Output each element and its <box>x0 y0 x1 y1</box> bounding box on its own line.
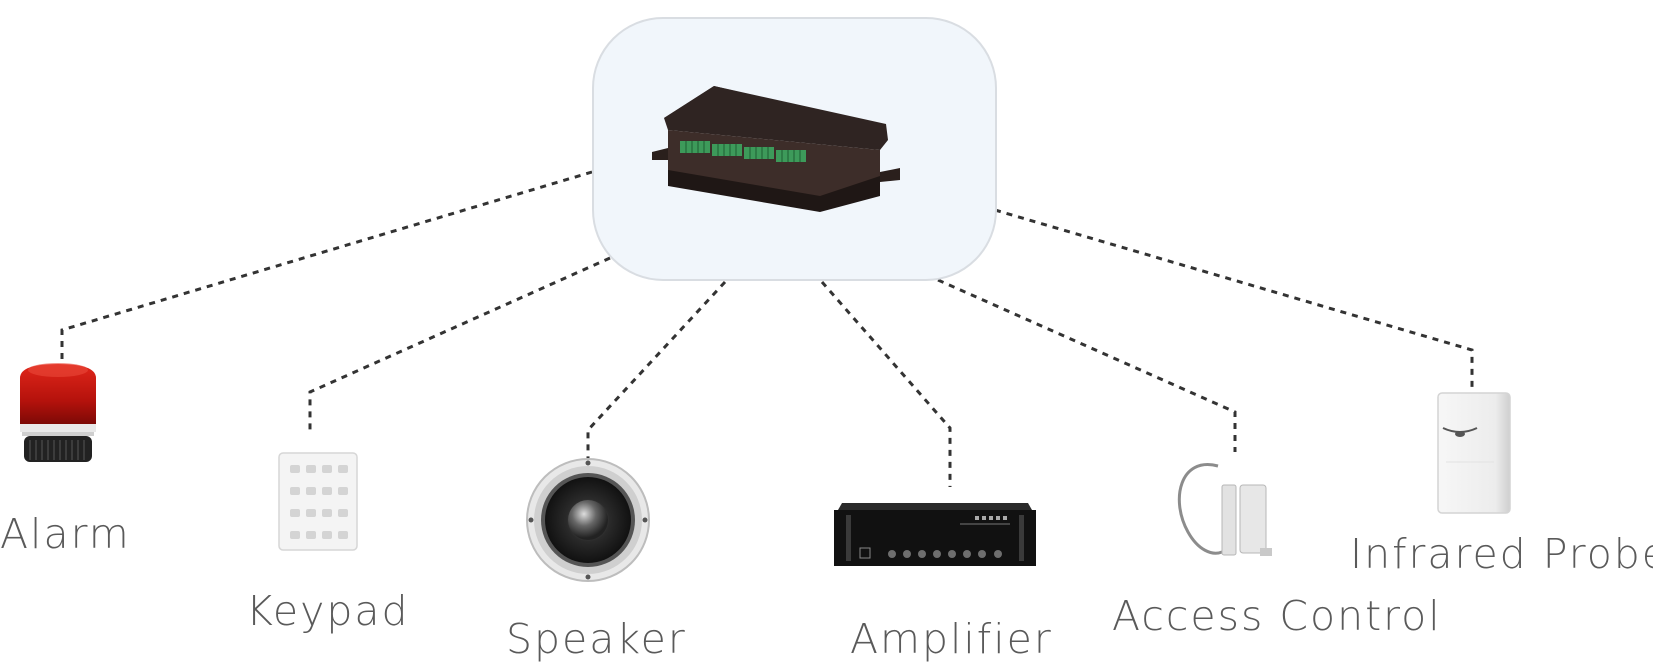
device-label-alarm: Alarm <box>0 510 131 558</box>
alarm-beacon-icon <box>20 363 96 462</box>
controller-box-icon <box>652 86 900 212</box>
connector-speaker <box>586 280 727 462</box>
device-label-keypad: Keypad <box>246 587 410 635</box>
keypad-icon <box>278 452 358 551</box>
door-sensor-icon <box>1177 463 1272 556</box>
hub <box>592 17 997 281</box>
connector-amplifier <box>820 281 952 487</box>
connector-lines <box>60 170 1474 487</box>
infrared-probe-icon <box>1437 392 1511 514</box>
connector-infrared-probe <box>994 208 1474 392</box>
connector-keypad <box>308 256 611 432</box>
connector-alarm <box>60 170 593 360</box>
device-label-speaker: Speaker <box>506 615 687 663</box>
speaker-icon <box>526 458 650 582</box>
amplifier-icon <box>834 503 1036 566</box>
device-label-infrared-probe: Infrared Probe <box>1350 530 1653 578</box>
device-label-amplifier: Amplifier <box>850 615 1053 663</box>
connector-access-control <box>937 278 1237 452</box>
device-label-access-control: Access Control <box>1112 592 1442 640</box>
